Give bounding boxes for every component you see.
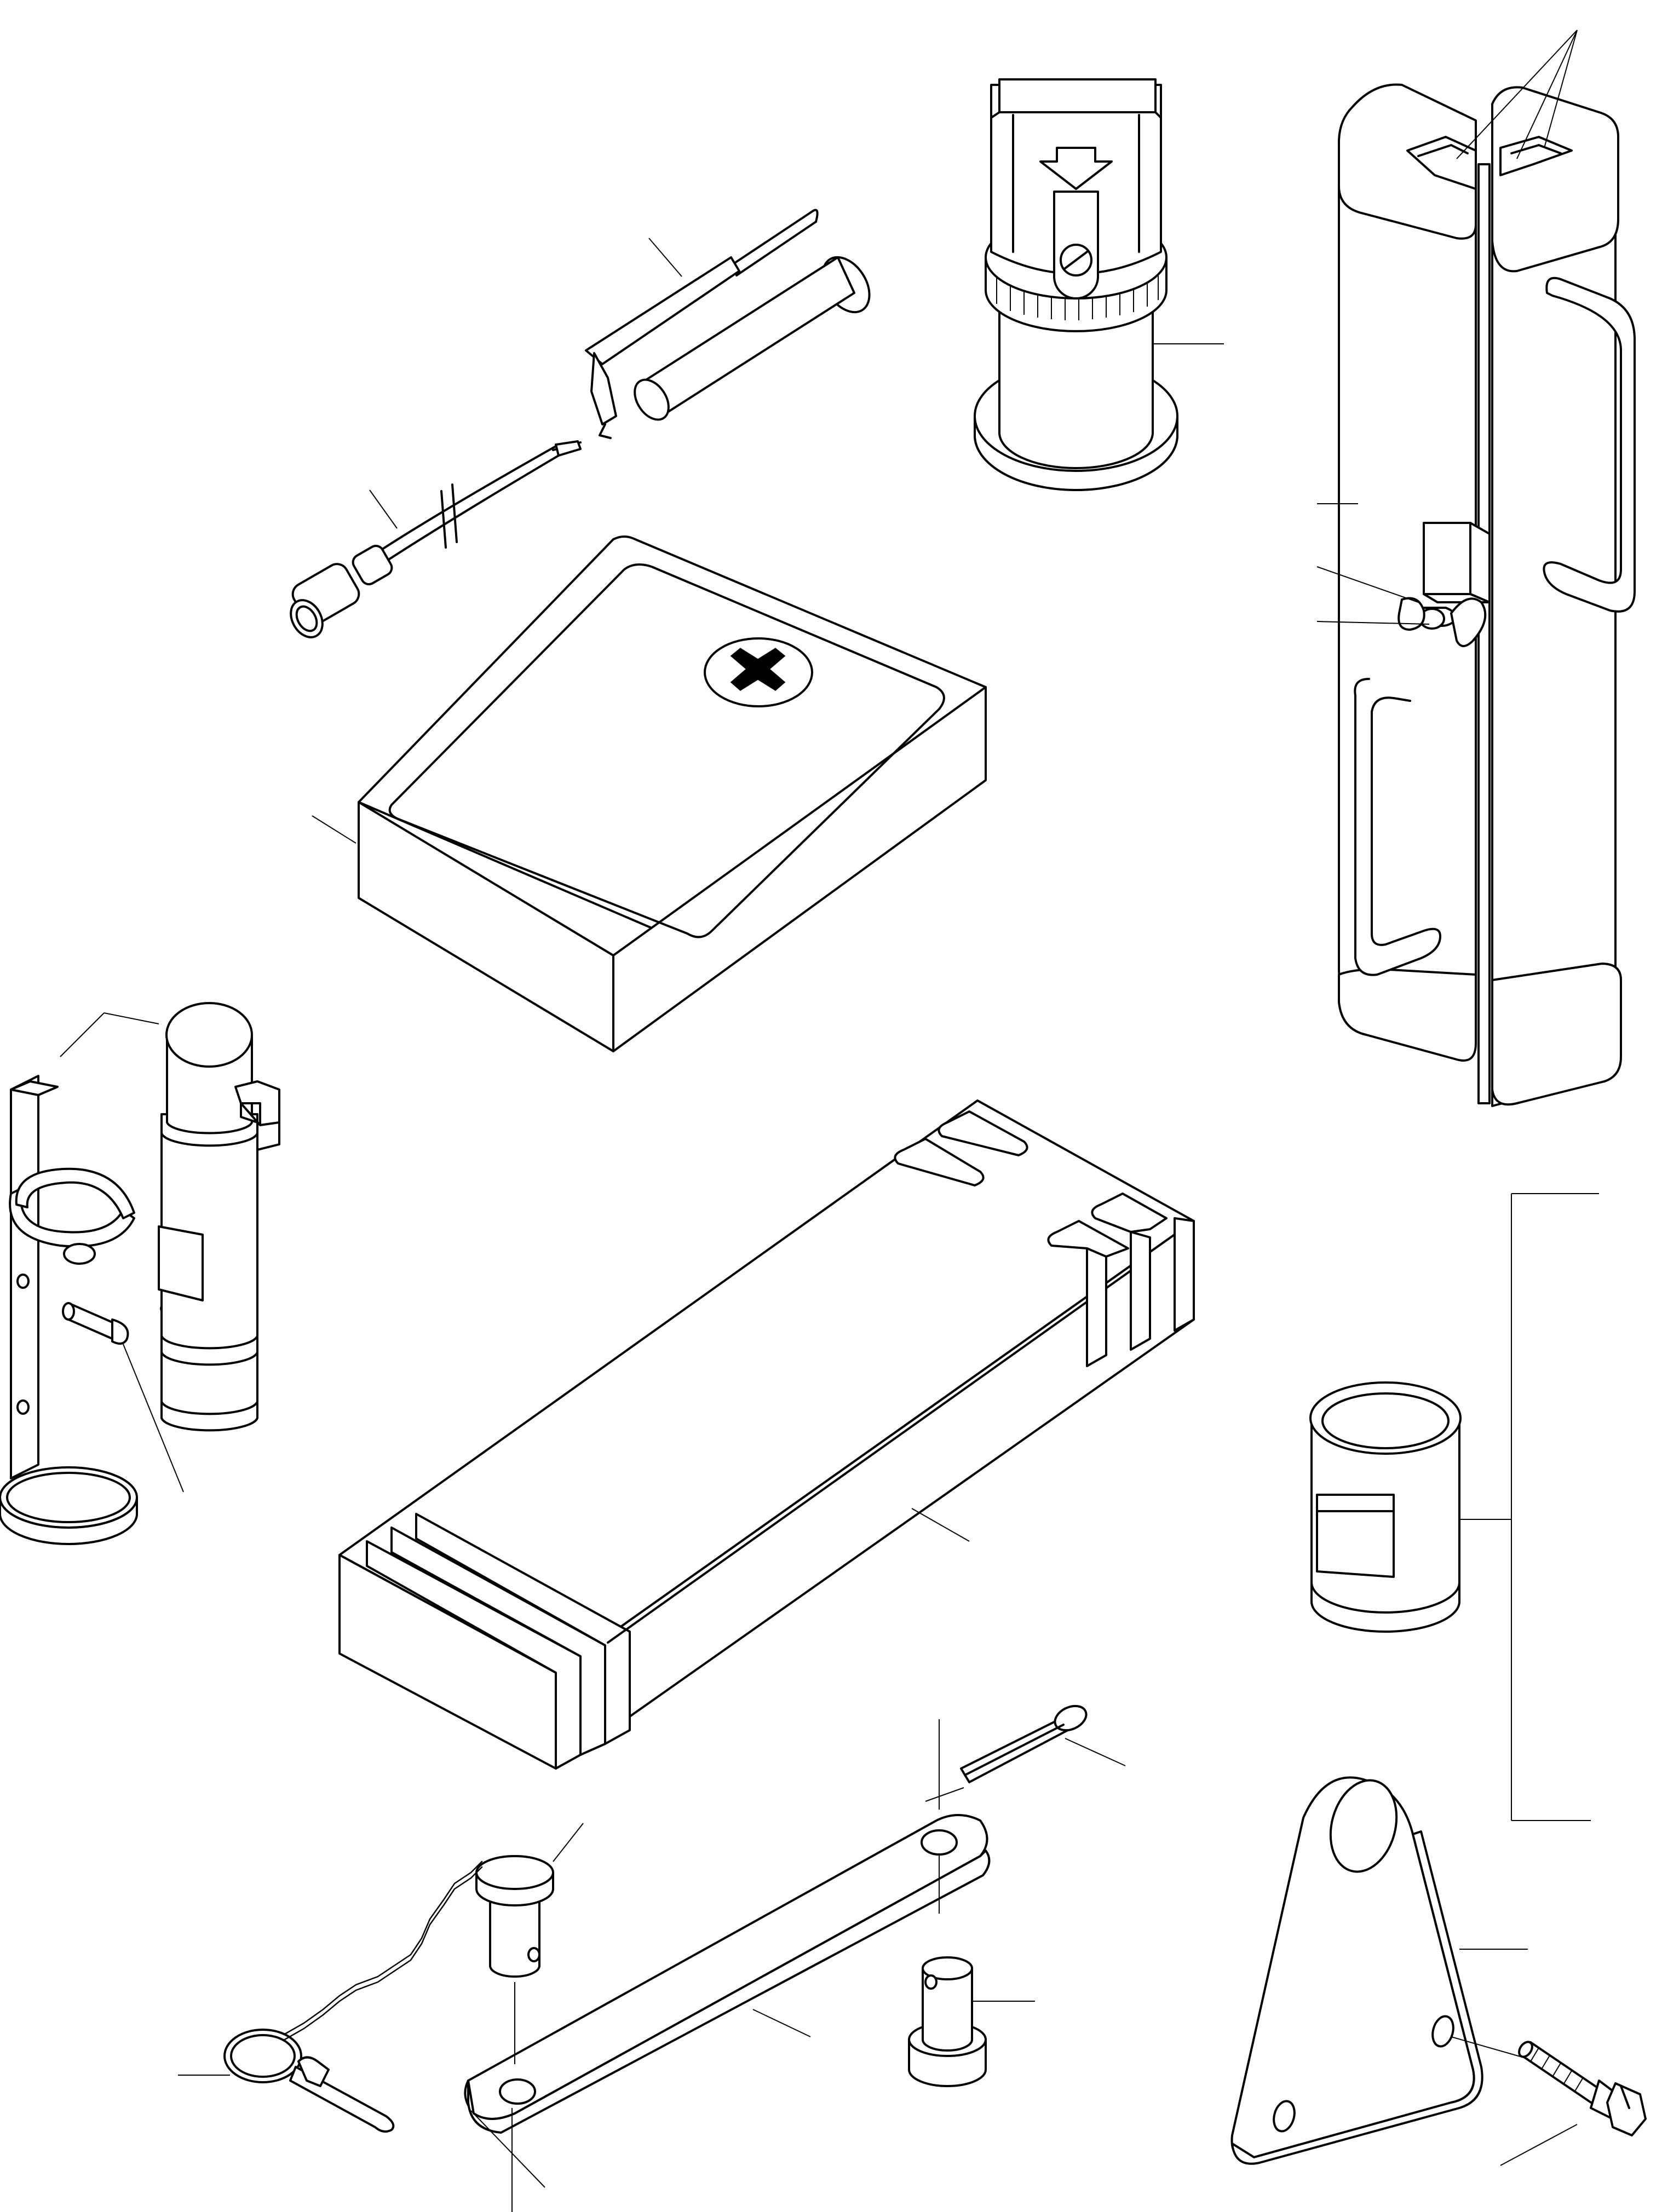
leader-line — [1065, 1738, 1126, 1766]
leader-line — [369, 489, 398, 529]
group-bracket — [1459, 1193, 1599, 1821]
leader-line — [1316, 566, 1419, 603]
bolt — [1518, 2041, 1647, 2136]
leader-line — [470, 2110, 545, 2188]
tool-roll — [338, 1099, 1195, 1770]
leader-line — [1500, 2124, 1578, 2166]
leader-line — [312, 815, 356, 844]
first-aid-kit — [358, 535, 987, 1052]
leader-line — [1516, 30, 1578, 159]
clevis-pin — [908, 1956, 987, 2087]
chain — [284, 1860, 483, 2035]
leader-line — [1451, 2036, 1528, 2059]
grease-hose — [290, 440, 582, 638]
leader-line — [60, 1012, 105, 1057]
towing-eye — [1230, 1776, 1483, 2165]
fire-extinguisher — [158, 1002, 280, 1432]
clevis-pin — [475, 1855, 554, 1978]
split-pin — [960, 1704, 1088, 1783]
lynch-pin — [223, 1860, 483, 2133]
leader-line — [123, 1344, 184, 1493]
leader-line — [553, 1823, 584, 1862]
towing-bar — [464, 1814, 991, 2212]
grease-gun — [585, 209, 871, 439]
paint-tin — [1309, 1381, 1462, 1633]
warning-beacon — [974, 78, 1178, 491]
leader-line — [911, 1508, 970, 1542]
leader-line — [752, 2009, 811, 2037]
leader-line — [925, 1787, 964, 1802]
extinguisher-bracket — [0, 1075, 138, 1545]
bolt — [62, 1302, 129, 1345]
first-aid-cross-icon — [730, 648, 786, 691]
leader-line — [1544, 30, 1578, 148]
leader-line — [1456, 30, 1578, 159]
leader-line — [103, 1012, 159, 1024]
leader-line — [648, 238, 682, 277]
leader-line — [1316, 621, 1430, 625]
folding-case — [1338, 83, 1636, 1107]
